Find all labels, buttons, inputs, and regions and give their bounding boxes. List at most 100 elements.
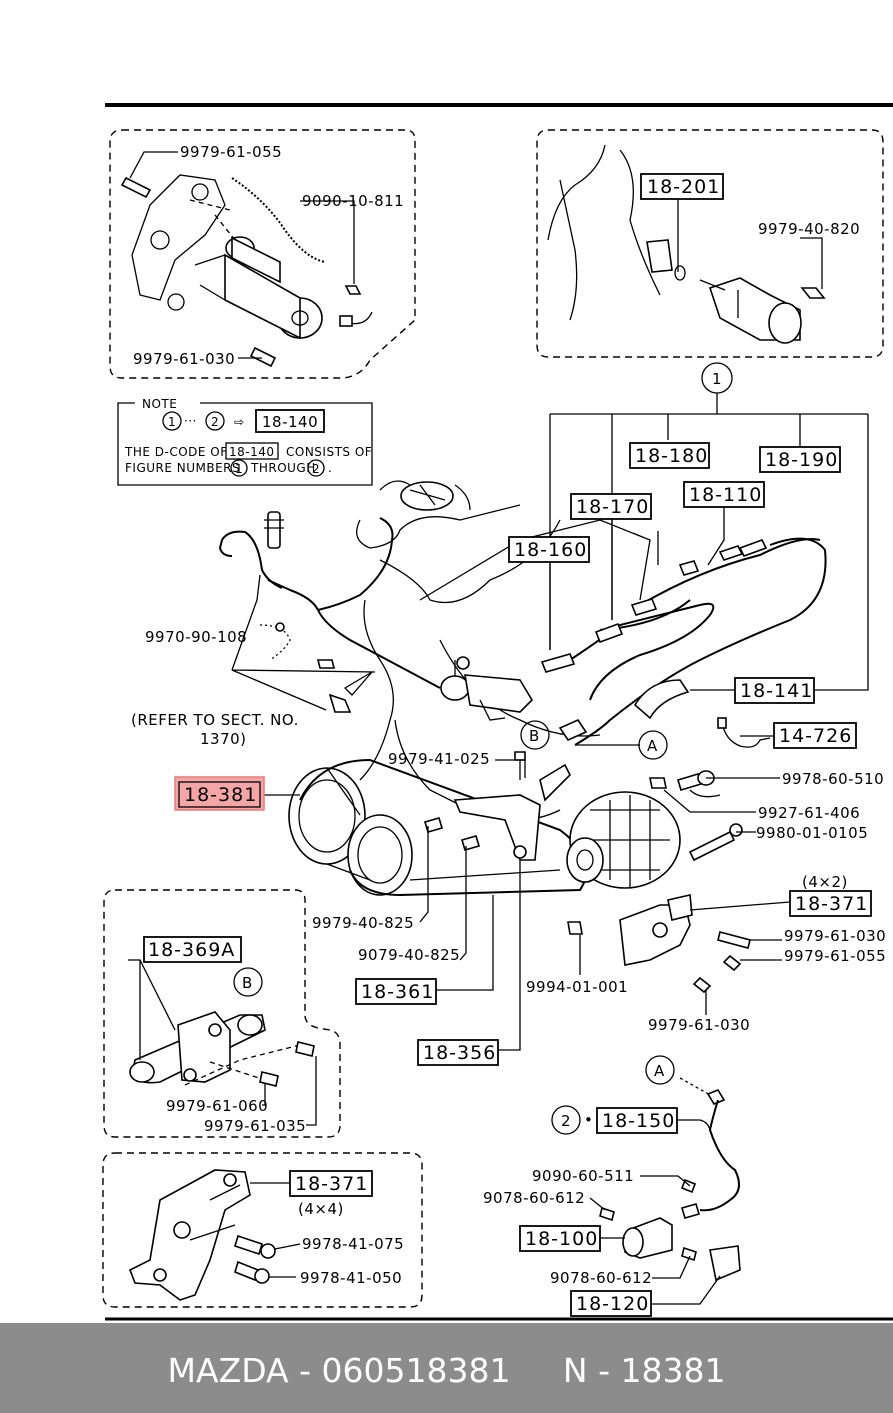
note-circle-1 [162,411,182,431]
note-line2-end: . [328,461,332,475]
code-box-18-361[interactable] [355,978,437,1005]
code-box-18-160[interactable] [508,536,590,563]
code-box-18-120[interactable] [570,1290,652,1317]
refer-line-2: 1370) [200,730,247,748]
code-18-371-b[interactable]: 18-371 [295,1173,368,1195]
note-circle-1-label: 1 [168,415,176,429]
note-title: NOTE [142,397,177,411]
part-9090-10-811: 9090-10-811 [302,192,404,210]
engine-drawing [218,480,827,994]
code-box-18-190[interactable] [759,446,841,473]
code-box-18-371-a[interactable] [789,890,872,917]
part-9980-01-0105: 9980-01-0105 [756,824,868,842]
sensor-assembly [589,1077,741,1305]
marker-circle-A-bottom [645,1055,675,1085]
note-circle-2-label: 2 [211,415,219,429]
code-box-18-100[interactable] [519,1225,601,1252]
note-line2-circle-2 [307,459,325,477]
drive-4x4-label: (4×4) [298,1200,344,1218]
code-18-381[interactable]: 18-381 [184,784,257,806]
code-18-201[interactable]: 18-201 [647,176,720,198]
part-9078-60-612-b: 9078-60-612 [550,1269,652,1287]
marker-circle-A-main [638,730,668,760]
note-box [117,402,373,486]
part-9979-61-055-r: 9979-61-055 [784,947,886,965]
bracket-inset-4x4 [102,1152,423,1308]
note-dots: ··· [184,414,197,428]
code-18-141[interactable]: 18-141 [740,680,813,702]
code-18-369A[interactable]: 18-369A [148,939,235,961]
footer-part-number: MAZDA - 060518381 N - 18381 [167,1351,726,1390]
code-18-180[interactable]: 18-180 [635,445,708,467]
code-18-356[interactable]: 18-356 [423,1042,496,1064]
part-9978-60-510: 9978-60-510 [782,770,884,788]
code-18-110[interactable]: 18-110 [689,484,762,506]
part-9979-41-025: 9979-41-025 [388,750,490,768]
note-line1-code: 18-140 [229,445,275,459]
part-9078-60-612-a: 9078-60-612 [483,1189,585,1207]
note-line1-a: THE D-CODE OF [124,445,228,459]
part-9979-61-030-top: 9979-61-030 [133,350,235,368]
code-box-18-381 [178,781,261,808]
bullet-dot: • [584,1111,593,1129]
note-line1-code-box [225,442,279,460]
code-18-150[interactable]: 18-150 [602,1110,675,1132]
code-box-18-170[interactable] [570,493,652,520]
part-9994-01-001: 9994-01-001 [526,978,628,996]
footer-bar: MAZDA - 060518381 N - 18381 [0,1323,893,1413]
code-18-371-a[interactable]: 18-371 [795,893,868,915]
part-9979-61-030-r1: 9979-61-030 [784,927,886,945]
starter-inset [109,129,416,379]
note-line1-b: CONSISTS OF [286,445,372,459]
code-box-18-141[interactable] [734,677,815,704]
note-code[interactable]: 18-140 [262,413,318,431]
code-box-18-356[interactable] [417,1039,499,1066]
note-line2-n1: 1 [235,462,243,476]
part-9090-60-511: 9090-60-511 [532,1167,634,1185]
note-line2-circle-1 [230,459,248,477]
figure-circle-2 [551,1105,581,1135]
code-18-170[interactable]: 18-170 [576,496,649,518]
marker-circle-B-main [520,720,550,750]
part-9927-61-406: 9927-61-406 [758,804,860,822]
figure-circle-1-label: 1 [712,370,722,388]
code-box-18-201[interactable] [640,173,724,200]
code-18-120[interactable]: 18-120 [576,1293,649,1315]
part-9979-61-035: 9979-61-035 [204,1117,306,1135]
part-9979-40-820: 9979-40-820 [758,220,860,238]
figure-circle-2-label: 2 [561,1112,571,1130]
bracket-lines [549,393,869,691]
marker-A-bottom: A [654,1062,665,1080]
code-14-726[interactable]: 14-726 [779,725,852,747]
marker-B-main: B [529,727,540,745]
main-leaders [263,507,791,1051]
marker-B-inset: B [242,974,253,992]
marker-circle-B-inset [233,967,263,997]
note-line2-n2: 2 [312,462,320,476]
code-18-100[interactable]: 18-100 [525,1228,598,1250]
code-box-18-369A[interactable] [143,936,242,963]
code-box-18-371-b[interactable] [289,1170,373,1197]
code-18-160[interactable]: 18-160 [514,539,587,561]
part-9979-40-825: 9979-40-825 [312,914,414,932]
code-box-18-150[interactable] [596,1107,678,1134]
code-18-361[interactable]: 18-361 [361,981,434,1003]
note-code-box[interactable] [255,409,325,433]
note-line2-mid: THROUGH [250,461,316,475]
note-line2-a: FIGURE NUMBERS [125,461,240,475]
drive-4x2-label: (4×2) [802,873,848,891]
refer-line-1: (REFER TO SECT. NO. [131,711,299,729]
part-9079-40-825: 9079-40-825 [358,946,460,964]
code-18-190[interactable]: 18-190 [765,449,838,471]
marker-A-main: A [647,737,658,755]
part-9970-90-108: 9970-90-108 [145,628,247,646]
part-9979-61-055-top: 9979-61-055 [180,143,282,161]
part-9979-61-060: 9979-61-060 [166,1097,268,1115]
note-circle-2 [205,411,225,431]
bracket-inset-369A [103,889,341,1138]
code-box-18-110[interactable] [683,481,765,508]
code-box-14-726[interactable] [773,722,857,749]
note-arrow: ⇨ [234,415,245,429]
code-box-18-180[interactable] [629,442,710,469]
parts-diagram: 9979-61-055 9090-10-811 9979-61-030 18-2… [102,103,893,1321]
